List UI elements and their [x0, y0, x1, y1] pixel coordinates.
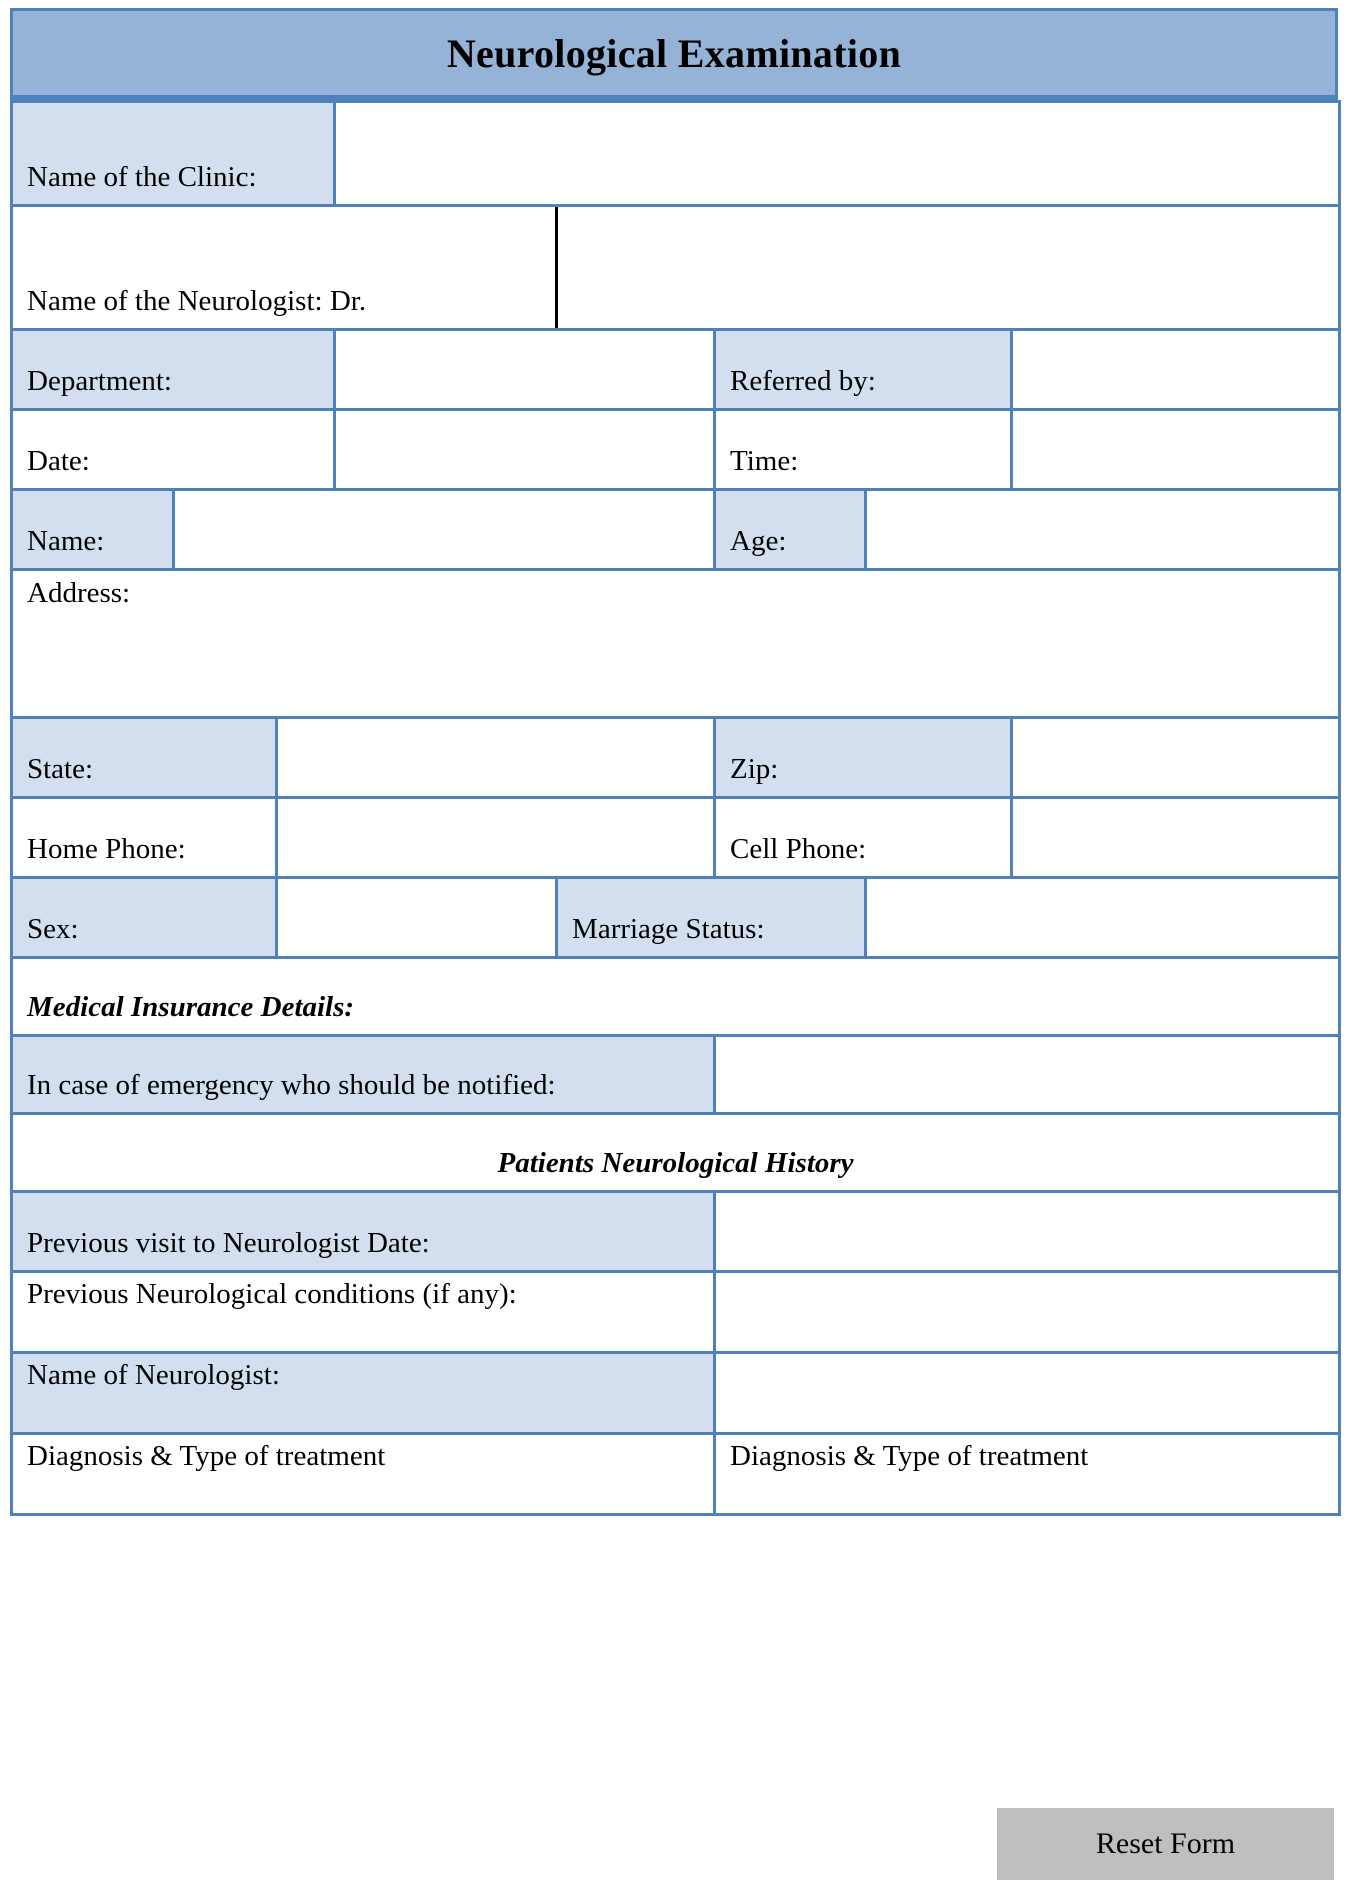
- row-clinic-name: Name of the Clinic:: [9, 100, 1342, 207]
- previous-visit-label: Previous visit to Neurologist Date:: [9, 1190, 717, 1273]
- history-section-title: Patients Neurological History: [9, 1112, 1342, 1193]
- row-history-neurologist-name: Name of Neurologist:: [9, 1350, 1342, 1435]
- previous-conditions-input[interactable]: [713, 1270, 1342, 1354]
- row-emergency-contact: In case of emergency who should be notif…: [9, 1034, 1342, 1115]
- cell-phone-label: Cell Phone:: [713, 796, 1014, 879]
- zip-label: Zip:: [713, 716, 1014, 799]
- time-input[interactable]: [1010, 408, 1342, 491]
- marriage-status-label: Marriage Status:: [555, 876, 868, 959]
- patient-age-input[interactable]: [864, 488, 1342, 571]
- clinic-name-label: Name of the Clinic:: [9, 100, 337, 207]
- sex-input[interactable]: [274, 876, 559, 959]
- state-label: State:: [10, 716, 278, 799]
- row-diagnosis: Diagnosis & Type of treatment Diagnosis …: [9, 1431, 1342, 1516]
- row-department-referred: Department: Referred by:: [9, 328, 1342, 411]
- page-title: Neurological Examination: [446, 30, 902, 76]
- history-neurologist-label: Name of Neurologist:: [9, 1350, 717, 1435]
- patient-name-label: Name:: [10, 488, 175, 571]
- row-insurance-section: Medical Insurance Details:: [9, 956, 1342, 1037]
- patient-name-input[interactable]: [171, 488, 717, 571]
- time-label: Time:: [713, 408, 1014, 491]
- sex-label: Sex:: [10, 876, 278, 959]
- zip-input[interactable]: [1010, 716, 1342, 799]
- row-history-section: Patients Neurological History: [9, 1112, 1342, 1193]
- address-field[interactable]: Address:: [9, 568, 1342, 719]
- clinic-name-input[interactable]: [333, 100, 1342, 207]
- referred-by-input[interactable]: [1010, 328, 1342, 411]
- department-input[interactable]: [333, 328, 717, 411]
- history-neurologist-input[interactable]: [713, 1350, 1342, 1435]
- diagnosis-right-label[interactable]: Diagnosis & Type of treatment: [713, 1431, 1342, 1516]
- insurance-section-header: Medical Insurance Details:: [9, 956, 1342, 1037]
- previous-visit-input[interactable]: [713, 1190, 1342, 1273]
- cell-phone-input[interactable]: [1010, 796, 1342, 879]
- emergency-contact-label: In case of emergency who should be notif…: [9, 1034, 717, 1115]
- state-input[interactable]: [274, 716, 717, 799]
- diagnosis-left-label[interactable]: Diagnosis & Type of treatment: [9, 1431, 717, 1516]
- marriage-status-input[interactable]: [864, 876, 1342, 959]
- reset-form-button[interactable]: Reset Form: [997, 1808, 1334, 1880]
- date-label: Date:: [9, 408, 337, 491]
- row-date-time: Date: Time:: [9, 408, 1342, 491]
- row-sex-marriage: Sex: Marriage Status:: [10, 876, 1342, 959]
- form-header-banner: Neurological Examination: [10, 8, 1338, 100]
- row-patient-name-age: Name: Age:: [10, 488, 1342, 571]
- row-state-zip: State: Zip:: [10, 716, 1342, 799]
- row-previous-visit: Previous visit to Neurologist Date:: [9, 1190, 1342, 1273]
- emergency-contact-input[interactable]: [713, 1034, 1342, 1115]
- home-phone-input[interactable]: [274, 796, 717, 879]
- date-input[interactable]: [333, 408, 717, 491]
- referred-by-label: Referred by:: [713, 328, 1014, 411]
- previous-conditions-label: Previous Neurological conditions (if any…: [9, 1270, 717, 1354]
- row-previous-conditions: Previous Neurological conditions (if any…: [9, 1270, 1342, 1354]
- form-actions: Reset Form: [997, 1808, 1334, 1880]
- neurologist-name-label: Name of the Neurologist: Dr.: [9, 204, 557, 331]
- home-phone-label: Home Phone:: [10, 796, 278, 879]
- department-label: Department:: [9, 328, 337, 411]
- row-phones: Home Phone: Cell Phone:: [10, 796, 1342, 879]
- patient-age-label: Age:: [713, 488, 868, 571]
- row-neurologist-name: Name of the Neurologist: Dr.: [9, 204, 1342, 331]
- neurologist-name-input[interactable]: [555, 204, 1342, 331]
- row-address: Address:: [9, 568, 1342, 719]
- neurological-exam-form: Name of the Clinic: Name of the Neurolog…: [9, 100, 1342, 1516]
